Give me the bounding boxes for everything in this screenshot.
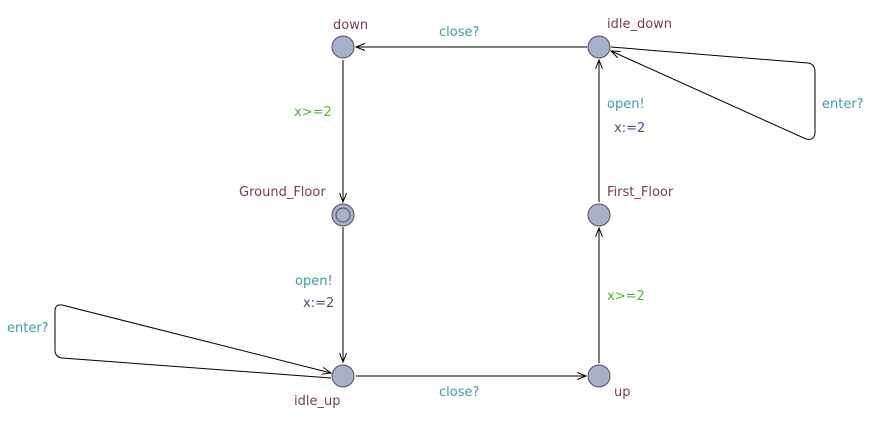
edge-assign-label: x:=2 — [303, 296, 334, 311]
location-label-idle-up: idle_up — [294, 394, 340, 409]
location-up[interactable] — [587, 364, 611, 388]
edge-idle-down-self-loop[interactable] — [611, 46, 816, 140]
edge-sync-label: enter? — [822, 97, 864, 112]
location-label-idle-down: idle_down — [607, 17, 672, 32]
edge-guard-label: x>=2 — [607, 289, 645, 304]
edge-sync-label: enter? — [7, 321, 49, 336]
location-label-first-floor: First_Floor — [607, 185, 674, 200]
location-label-down: down — [333, 18, 368, 33]
edge-assign-label: x:=2 — [614, 121, 645, 136]
location-idle-down[interactable] — [587, 35, 611, 59]
location-idle-up[interactable] — [331, 364, 355, 388]
edge-guard-label: x>=2 — [294, 105, 332, 120]
location-first-floor[interactable] — [587, 203, 611, 227]
edge-sync-label: open! — [295, 274, 333, 289]
location-down[interactable] — [331, 35, 355, 59]
location-label-up: up — [614, 385, 631, 400]
edge-sync-label: close? — [439, 25, 479, 40]
location-ground-floor[interactable] — [331, 203, 355, 227]
initial-marker — [335, 207, 351, 223]
edge-sync-label: close? — [439, 385, 479, 400]
edge-idle-up-self-loop[interactable] — [54, 304, 331, 379]
edge-sync-label: open! — [607, 97, 645, 112]
location-label-ground-floor: Ground_Floor — [239, 185, 326, 200]
